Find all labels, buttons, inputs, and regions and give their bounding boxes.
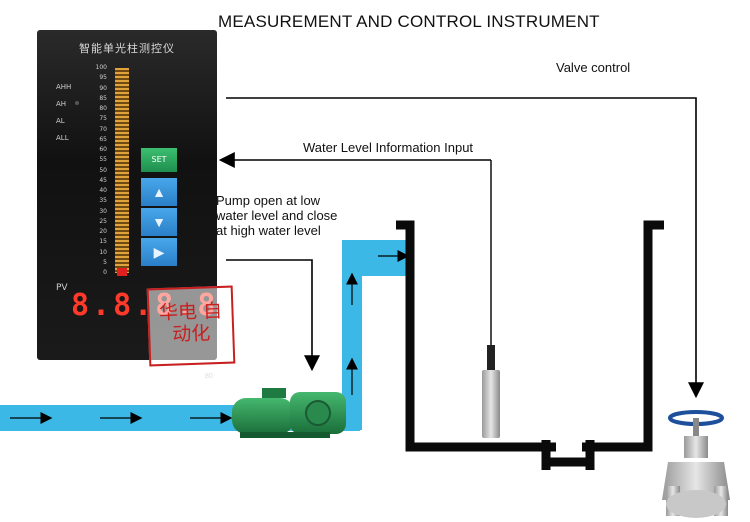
scale-tick-label: 40 [99,187,107,194]
level-input-label: Water Level Information Input [303,140,474,155]
scale-tick-label: 35 [99,197,107,205]
alarm-ah: AH [56,100,67,108]
scale-tick-label: 15 [99,238,107,246]
pump-note-label: Pump open at low water level and close a… [216,193,338,238]
scale-tick-label: 45 [99,176,107,184]
alarm-ahh: AHH [56,83,72,91]
set-button[interactable]: SET [141,148,177,172]
scale-tick-label: 65 [99,135,107,143]
signal-lines [218,97,704,399]
alarm-al: AL [56,117,65,125]
scale-tick-label: 55 [99,156,107,164]
alarm-all: ALL [56,134,69,142]
scale-tick-label: 30 [99,207,107,215]
up-arrow-icon[interactable]: ▲ [141,178,177,206]
scale-tick-label: 60 [99,146,107,153]
level-sensor-icon [482,160,500,438]
water-tank [396,220,664,470]
scale-tick-label: 75 [99,115,107,123]
flow-arrow-icon [10,250,410,424]
diagram-title: MEASUREMENT AND CONTROL INSTRUMENT [218,12,600,31]
scale-tick-label: 80 [99,105,107,112]
company-seal: 华电 自动化 [146,285,236,367]
level-bargraph [115,68,129,273]
down-arrow-icon[interactable]: ▼ [141,208,177,236]
scale-tick-label: 0 [103,269,107,276]
scale-tick-label: 95 [99,74,107,82]
scale-tick-label: 5 [103,258,107,266]
gate-valve-icon [662,410,730,518]
scale-tick-label: 85 [99,94,107,102]
model-number: 80 [205,373,213,380]
right-arrow-icon[interactable]: ▶ [141,238,177,266]
scale-tick-label: 90 [99,84,107,92]
scale-tick-label: 25 [99,217,107,225]
scale-tick-label: 10 [99,248,107,256]
scale-tick-label: 50 [99,166,107,174]
scale-tick-label: 20 [99,228,107,235]
alarm-ah-led [75,101,79,105]
pump-icon [232,388,346,438]
bargraph-base-led [117,268,127,276]
scale-tick-label: 100 [95,64,107,71]
pv-label: PV [56,283,68,293]
panel-title: 智能单光柱测控仪 [79,42,175,55]
scale-tick-label: 70 [99,125,107,133]
valve-control-label: Valve control [556,60,631,75]
